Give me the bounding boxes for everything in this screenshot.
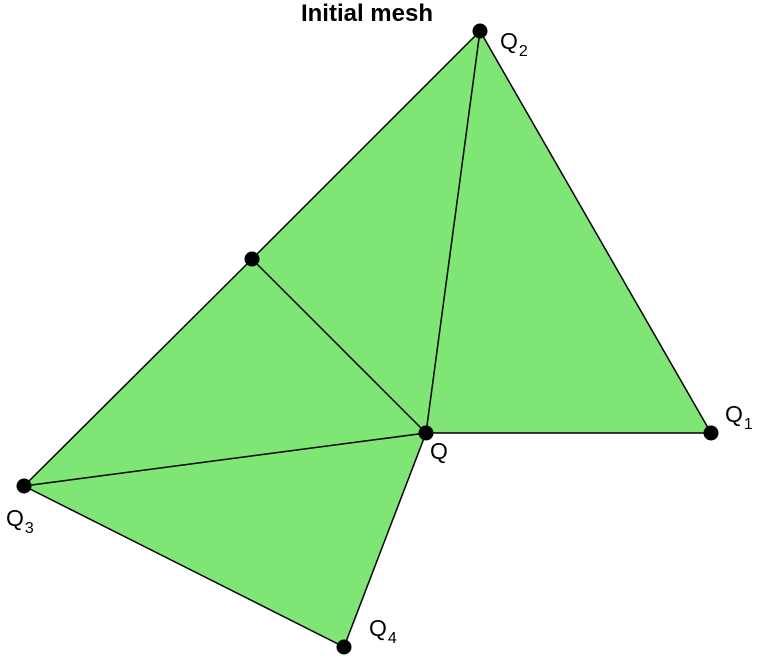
mesh-edge-q3-q4: [23, 485, 345, 648]
vertex-label-q2: Q2: [500, 28, 528, 60]
triangle-layer: [22, 30, 712, 648]
mesh-edge-m-q3: [23, 258, 253, 487]
vertex-q4: [336, 639, 352, 655]
mesh-edge-q-q4: [343, 432, 427, 648]
vertex-q1: [703, 425, 719, 441]
figure-title: Initial mesh: [300, 0, 434, 27]
mesh-edge-m-q2: [251, 30, 481, 260]
vertex-q2: [472, 23, 488, 39]
mesh-edge-q-q2: [425, 30, 481, 434]
vertex-label-q4: Q4: [369, 615, 397, 647]
vertex-label-q3: Q3: [6, 505, 34, 537]
vertex-label-q: Q: [430, 438, 448, 464]
vertex-m: [244, 251, 260, 267]
mesh-edge-q1-q2: [479, 30, 712, 434]
mesh-edge-q-q3: [23, 432, 427, 487]
vertex-layer: [16, 23, 719, 655]
vertex-q: [418, 425, 434, 441]
vertex-label-q1: Q1: [725, 401, 753, 433]
edge-layer: [23, 30, 712, 648]
vertex-q3: [16, 478, 32, 494]
mesh-edge-m-q: [251, 258, 427, 434]
